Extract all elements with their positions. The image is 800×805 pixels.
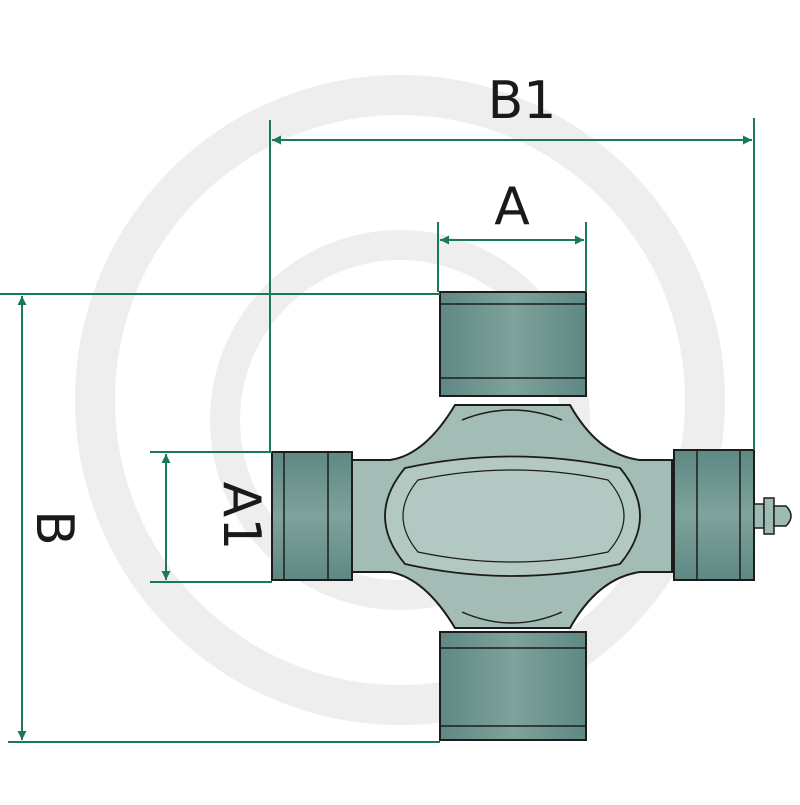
grease-nipple — [753, 497, 792, 535]
bearing-cap-right — [673, 449, 755, 581]
bearing-cap-left — [271, 451, 353, 581]
extension-lines — [0, 118, 755, 743]
label-a: A — [494, 177, 530, 237]
cross-body — [351, 404, 673, 629]
label-a1: A1 — [211, 482, 271, 551]
bearing-cap-top — [439, 291, 587, 397]
label-b: B — [24, 510, 84, 546]
bearing-cap-bottom — [439, 631, 587, 741]
label-b1: B1 — [488, 71, 557, 131]
watermark-logo — [75, 75, 725, 725]
